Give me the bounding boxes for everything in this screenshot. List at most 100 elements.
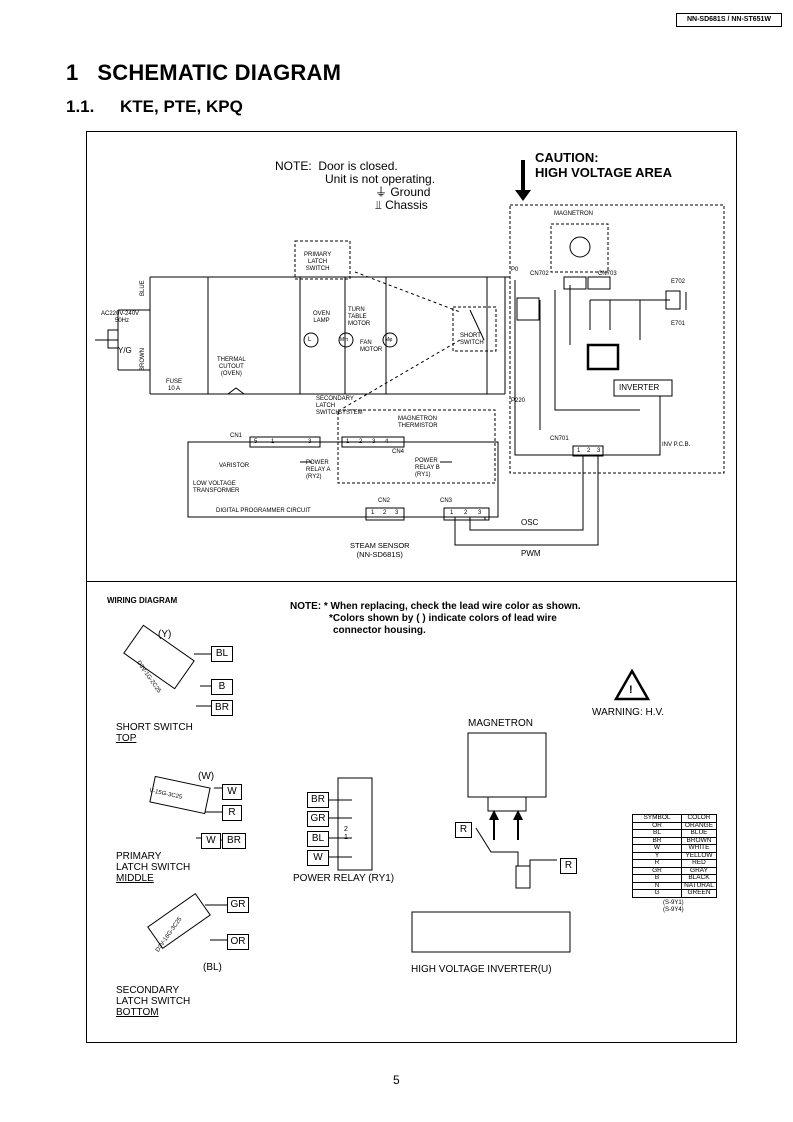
label-short-1: SHORT bbox=[460, 333, 481, 339]
label-thermistor-2: THERMISTOR bbox=[398, 423, 438, 429]
short-switch-wire: BR bbox=[211, 700, 233, 716]
label-cn3: CN3 bbox=[440, 498, 453, 504]
primary-latch-name-2: LATCH SWITCH bbox=[116, 862, 191, 873]
cn3-pin: 3 bbox=[478, 510, 482, 516]
table-header-color: COLOR bbox=[681, 814, 717, 823]
cn1-pin: 5 bbox=[254, 439, 258, 445]
note-block: NOTE: Door is closed. Unit is not operat… bbox=[275, 160, 435, 212]
label-cn1: CN1 bbox=[230, 433, 243, 439]
wiring-note-line2: *Colors shown by ( ) indicate colors of … bbox=[329, 613, 557, 624]
label-turntable-1: TURN bbox=[348, 307, 365, 313]
secondary-latch-position: BOTTOM bbox=[116, 1007, 159, 1018]
primary-latch-wire: W bbox=[201, 833, 221, 849]
diagram-frame bbox=[86, 131, 737, 1043]
oven-lamp-symbol: L bbox=[308, 337, 312, 343]
cn701-pins: 1 2 3 bbox=[577, 448, 600, 455]
turntable-motor-symbol: Mττ bbox=[340, 337, 349, 343]
short-switch-housing: (Y) bbox=[158, 629, 172, 640]
table-code: (S-9Y4) bbox=[663, 907, 684, 913]
chassis-text: Chassis bbox=[385, 198, 428, 212]
label-cn703: CN703 bbox=[598, 271, 617, 277]
note-unit: Unit is not operating. bbox=[325, 172, 436, 186]
table-cell: R bbox=[632, 859, 682, 868]
label-thermal-2: CUTOUT bbox=[218, 364, 244, 370]
power-relay-wire: W bbox=[307, 850, 329, 866]
label-relay-a-1: POWER bbox=[306, 460, 329, 466]
power-relay-wire: BR bbox=[307, 792, 329, 808]
caution-block: CAUTION: HIGH VOLTAGE AREA bbox=[535, 150, 672, 180]
short-switch-name-text: SHORT SWITCH bbox=[116, 722, 193, 733]
secondary-latch-name-2: LATCH SWITCH bbox=[116, 996, 191, 1007]
caution-title: CAUTION: bbox=[535, 150, 599, 165]
primary-latch-housing: (W) bbox=[198, 771, 215, 782]
cn3-pin: 1 bbox=[450, 510, 454, 516]
table-header-row: SYMBOL COLOR bbox=[632, 814, 717, 823]
primary-latch-position: MIDDLE bbox=[116, 873, 154, 884]
short-switch-wire: BL bbox=[211, 646, 233, 662]
caution-text: HIGH VOLTAGE AREA bbox=[535, 165, 672, 180]
section-title: 1.1.KTE, PTE, KPQ bbox=[66, 97, 243, 117]
label-osc: OSC bbox=[521, 518, 539, 527]
title-number: 1 bbox=[66, 60, 79, 85]
cn4-pin: 2 bbox=[359, 439, 363, 445]
cn4-pin: 3 bbox=[372, 439, 376, 445]
label-magnetron: MAGNETRON bbox=[554, 211, 593, 217]
label-relay-a-3: (RY2) bbox=[306, 474, 322, 480]
label-steam-2: (NN-SD681S) bbox=[356, 550, 403, 559]
primary-latch-name-1: PRIMARY bbox=[116, 851, 162, 862]
table-codes: (S-9Y1) (S-9Y4) bbox=[663, 900, 684, 914]
secondary-latch-wire: OR bbox=[227, 934, 249, 950]
frame-divider bbox=[86, 581, 736, 582]
cn3-pins: 1 2 3 bbox=[450, 510, 481, 517]
cn2-pin: 2 bbox=[383, 510, 387, 516]
cn701-pin: 3 bbox=[597, 448, 601, 454]
table-cell: W bbox=[632, 844, 682, 853]
cn4-pin: 1 bbox=[346, 439, 350, 445]
magnetron-wire: R bbox=[560, 858, 577, 874]
label-inv-pcb: INV P.C.B. bbox=[662, 442, 691, 448]
label-fuse-1: FUSE bbox=[166, 379, 183, 385]
hv-inverter-label: HIGH VOLTAGE INVERTER(U) bbox=[411, 964, 552, 975]
table-cell: BLUE bbox=[681, 829, 717, 838]
label-system: SYSTEM bbox=[338, 410, 363, 416]
primary-latch-wire: BR bbox=[222, 833, 246, 849]
model-number-box: NN-SD681S / NN-ST651W bbox=[676, 13, 782, 27]
ground-symbol-label: ⏚ Ground bbox=[375, 185, 431, 199]
label-primary-latch-3: SWITCH bbox=[305, 266, 330, 272]
table-cell: BL bbox=[632, 829, 682, 838]
label-p220: P220 bbox=[511, 398, 526, 404]
primary-latch-wire: W bbox=[222, 784, 242, 800]
label-power-frequency: 50Hz bbox=[115, 318, 130, 324]
label-primary-latch-2: LATCH bbox=[308, 259, 328, 265]
table-cell: BLACK bbox=[681, 874, 717, 883]
label-p0: P0 bbox=[511, 267, 519, 273]
secondary-latch-name-1: SECONDARY bbox=[116, 985, 180, 996]
label-brown: BROWN bbox=[140, 348, 146, 371]
power-relay-pin: 2 bbox=[344, 826, 348, 833]
power-relay-wire: BL bbox=[307, 831, 329, 847]
page-number: 5 bbox=[393, 1073, 400, 1087]
label-fan-2: MOTOR bbox=[360, 347, 383, 353]
warning-icon: ! bbox=[629, 684, 633, 696]
cn2-pin: 1 bbox=[371, 510, 375, 516]
cn2-pins: 1 2 3 bbox=[371, 510, 398, 517]
label-thermal-3: (OVEN) bbox=[220, 371, 242, 377]
table-header-symbol: SYMBOL bbox=[632, 814, 682, 823]
primary-latch-wire: R bbox=[222, 805, 242, 821]
label-secondary-3: SWITCH bbox=[316, 410, 340, 416]
label-relay-b-3: (RY1) bbox=[415, 472, 431, 478]
wiring-title: WIRING DIAGRAM bbox=[107, 596, 178, 605]
